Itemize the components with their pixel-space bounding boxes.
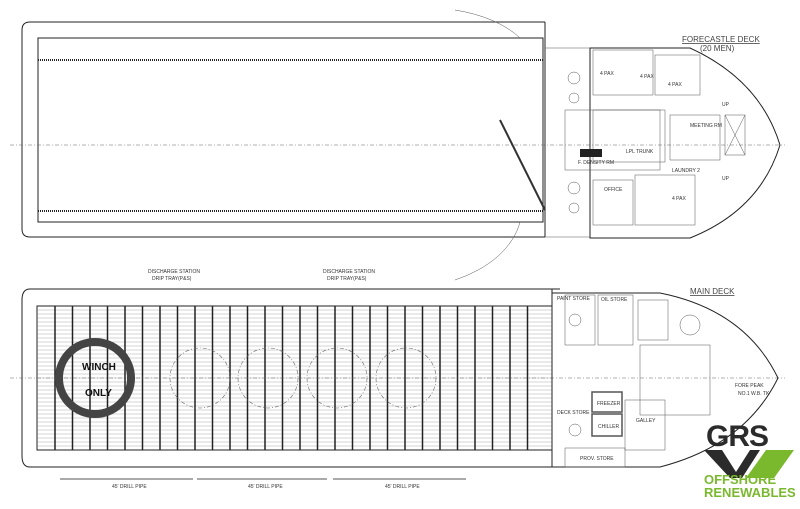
room-label: GALLEY	[636, 418, 656, 424]
drill-pipe-label: 45' DRILL PIPE	[112, 484, 147, 490]
drill-pipe-bars	[60, 478, 466, 480]
logo-line-2: RENEWABLES	[704, 485, 796, 500]
room-label: OFFICE	[604, 187, 623, 193]
main-deck-title: MAIN DECK	[690, 287, 735, 296]
room-label: OIL STORE	[601, 297, 628, 303]
forecastle-deck-plan: FORECASTLE DECK (20 MEN) F. DENSITY RM L…	[10, 9, 785, 281]
room-label: MEETING RM	[690, 123, 722, 129]
main-deck-plan: MAIN DECK DISCHARGE STATION DRIP TRAY(P&…	[10, 269, 785, 490]
room-label: NO.1 W.B. TK	[738, 391, 770, 397]
room-label: 4 PAX	[640, 74, 654, 80]
tank-circle	[169, 347, 231, 409]
discharge-station-label: DISCHARGE STATION	[323, 269, 375, 275]
room-label: LPL TRUNK	[626, 149, 654, 155]
room-label: CHILLER	[598, 424, 620, 430]
crew-capacity-label: (20 MEN)	[700, 44, 735, 53]
logo-chevron-mark	[704, 450, 794, 478]
winch-area-ring	[55, 338, 135, 418]
hull-outline-top	[21, 21, 545, 238]
room-label: 4 PAX	[668, 82, 682, 88]
forecastle-deck-title: FORECASTLE DECK	[682, 35, 760, 44]
drip-tray-label: DRIP TRAY(P&S)	[327, 276, 367, 282]
room-label: PAINT STORE	[557, 296, 590, 302]
drip-tray-label: DRIP TRAY(P&S)	[152, 276, 192, 282]
logo-tagline: OFFSHORE RENEWABLES	[704, 473, 796, 499]
tank-circle	[237, 347, 299, 409]
room-label: 4 PAX	[672, 196, 686, 202]
tank-circle	[306, 347, 368, 409]
bow-outline-bottom	[551, 289, 779, 468]
drill-pipe-label: 45' DRILL PIPE	[385, 484, 420, 490]
room-label: UP	[722, 102, 730, 108]
tank-circle	[375, 347, 437, 409]
room-label: DECK STORE	[557, 410, 590, 416]
pipe-rack-lines	[37, 306, 552, 450]
logo-line-1: OFFSHORE	[704, 472, 777, 487]
tank-circles	[169, 347, 437, 409]
room-label: FORE PEAK	[735, 383, 764, 389]
logo-grs-text: GRS	[706, 420, 769, 453]
room-label: UP	[722, 176, 730, 182]
room-label: 4 PAX	[600, 71, 614, 77]
grs-offshore-renewables-logo: GRS OFFSHORE RENEWABLES	[700, 420, 796, 504]
room-label: FREEZER	[597, 401, 621, 407]
room-label: PROV. STORE	[580, 456, 614, 462]
cargo-deck-top	[37, 37, 544, 223]
room-label: F. DENSITY RM	[578, 160, 614, 166]
winch-label: WINCH	[82, 362, 116, 373]
discharge-station-label: DISCHARGE STATION	[148, 269, 200, 275]
winch-label: ONLY	[85, 388, 112, 399]
drill-pipe-label: 45' DRILL PIPE	[248, 484, 283, 490]
bow-outline-top	[544, 22, 781, 239]
room-label: LAUNDRY 2	[672, 168, 700, 174]
